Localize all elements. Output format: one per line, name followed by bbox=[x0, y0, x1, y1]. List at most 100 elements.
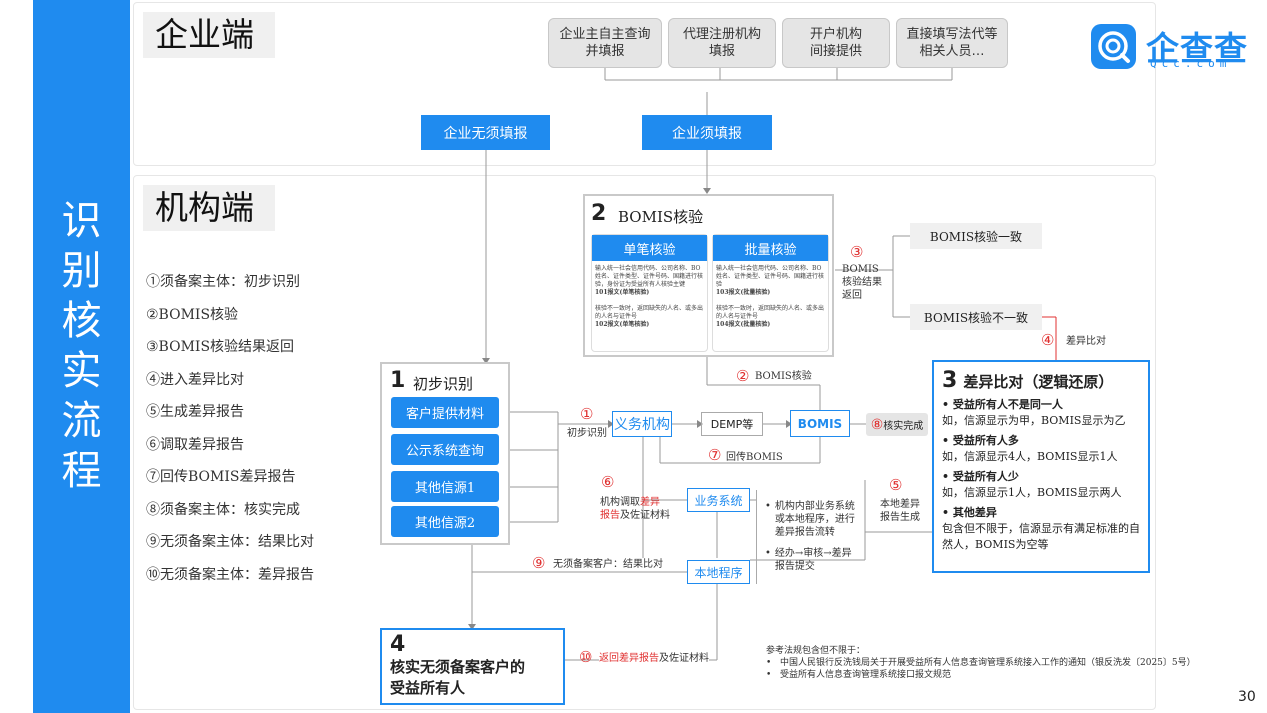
obligation-institution-box: 义务机构 bbox=[612, 411, 672, 437]
legend-item: ⑨无须备案主体：结果比对 bbox=[146, 534, 314, 550]
step-8-label: 核实完成 bbox=[883, 421, 924, 432]
single-check-card: 单笔核验 输入统一社会信用代码、公司名称、BO姓名、证件类型、证件号码、国籍进行… bbox=[591, 234, 708, 352]
step-6-label-d: 及佐证材料 bbox=[620, 510, 670, 521]
sidebar-char: 流 bbox=[61, 398, 102, 444]
single-check-code1: 101报文(单笔核验) bbox=[595, 289, 650, 296]
batch-check-code1: 103报文(批量核验) bbox=[716, 289, 771, 296]
reference-item-2-text: 受益所有人信息查询管理系统接口报文规范 bbox=[780, 670, 952, 680]
system-note-2: •经办→审核→差异报告提交 bbox=[765, 547, 861, 573]
no-fill-box: 企业无须填报 bbox=[421, 115, 550, 150]
sidebar-char: 别 bbox=[61, 248, 102, 294]
diff-item-1-head: 受益所有人不是同一人 bbox=[952, 398, 1063, 411]
batch-check-text1: 输入统一社会信用代码、公司名称、BO姓名、证件类型、证件号码、国籍进行核验 bbox=[716, 265, 825, 288]
enterprise-source-1: 企业主自主查询 并填报 bbox=[548, 18, 662, 68]
bomis-title: BOMIS核验 bbox=[618, 208, 704, 226]
diff-item-3-body: 如，信源显示1人，BOMIS显示两人 bbox=[942, 486, 1122, 499]
diff-step-number: 3 bbox=[942, 368, 958, 393]
bomis-check-box: 2 BOMIS核验 单笔核验 输入统一社会信用代码、公司名称、BO姓名、证件类型… bbox=[583, 194, 834, 357]
legend-item: ③BOMIS核验结果返回 bbox=[146, 339, 295, 355]
step-4-label: 差异比对 bbox=[1066, 336, 1106, 347]
local-program-box: 本地程序 bbox=[687, 560, 750, 584]
enterprise-title: 企业端 bbox=[143, 12, 275, 58]
difference-compare-box: 3 差异比对（逻辑还原） • 受益所有人不是同一人 如，信源显示为甲，BOMIS… bbox=[932, 360, 1150, 573]
legend-item: ①须备案主体：初步识别 bbox=[146, 274, 300, 290]
step-4-marker: ④ bbox=[1041, 331, 1055, 349]
single-check-text2: 核验不一致时，返回缺失的人名、或多出的人名与证件号 bbox=[595, 305, 704, 320]
step-1-marker: ① bbox=[580, 405, 594, 423]
initial-item-3: 其他信源1 bbox=[391, 471, 499, 502]
step-10-label-red: 返回差异报告 bbox=[599, 653, 659, 664]
step-7-marker: ⑦ bbox=[708, 446, 722, 464]
final-step-number: 4 bbox=[390, 632, 406, 657]
system-note-2-text: 经办→审核→差异报告提交 bbox=[774, 548, 852, 572]
qcc-logo-text: 企查查 bbox=[1146, 29, 1248, 68]
final-line-2: 受益所有人 bbox=[390, 679, 466, 697]
legend-item: ⑧须备案主体：核实完成 bbox=[146, 501, 300, 518]
bomis-box: BOMIS bbox=[790, 410, 850, 437]
sidebar-bar bbox=[33, 0, 130, 713]
bomis-consistent-box: BOMIS核验一致 bbox=[910, 223, 1042, 249]
step-3-marker: ③ bbox=[850, 243, 864, 261]
bomis-inconsistent-box: BOMIS核验不一致 bbox=[910, 304, 1042, 330]
qcc-logo-domain: Qcc.com bbox=[1150, 57, 1232, 70]
batch-check-code2: 104报文(批量核验) bbox=[716, 321, 771, 328]
diff-item-4-body: 包含但不限于，信源显示有满足标准的自然人，BOMIS为空等 bbox=[942, 522, 1140, 551]
diff-item-3-head: 受益所有人少 bbox=[952, 470, 1019, 483]
step-legend: ①须备案主体：初步识别 ②BOMIS核验 ③BOMIS核验结果返回 ④进入差异比… bbox=[146, 266, 376, 591]
final-line-1: 核实无须备案客户的 bbox=[390, 658, 526, 676]
legend-item: ⑤生成差异报告 bbox=[146, 404, 244, 420]
reference-item-1-text: 中国人民银行反洗钱局关于开展受益所有人信息查询管理系统接入工作的通知（银反洗发〔… bbox=[780, 658, 1196, 668]
page-number: 30 bbox=[1238, 689, 1256, 705]
diff-item-2-body: 如，信源显示4人，BOMIS显示1人 bbox=[942, 450, 1118, 463]
step-9-marker: ⑨ bbox=[532, 554, 546, 572]
initial-step-number: 1 bbox=[390, 368, 406, 393]
step-10-label: 返回差异报告及佐证材料 bbox=[599, 652, 709, 665]
reference-title: 参考法规包含但不限于： bbox=[766, 646, 866, 656]
enterprise-source-3: 开户机构 间接提供 bbox=[782, 18, 890, 68]
system-note-1: •机构内部业务系统或本地程序，进行差异报告流转 bbox=[765, 500, 861, 539]
reference-item-1: •中国人民银行反洗钱局关于开展受益所有人信息查询管理系统接入工作的通知（银反洗发… bbox=[766, 658, 1196, 668]
diff-title: 差异比对（逻辑还原） bbox=[963, 373, 1114, 391]
reference-item-2: •受益所有人信息查询管理系统接口报文规范 bbox=[766, 670, 952, 680]
legend-item: ⑦回传BOMIS差异报告 bbox=[146, 469, 296, 485]
diff-item-3: • 受益所有人少 如，信源显示1人，BOMIS显示两人 bbox=[942, 469, 1140, 501]
institution-title: 机构端 bbox=[143, 185, 275, 231]
final-verify-box: 4 核实无须备案客户的 受益所有人 bbox=[380, 628, 565, 705]
legend-item: ②BOMIS核验 bbox=[146, 306, 239, 323]
step-6-label-a: 机构调取 bbox=[600, 497, 640, 508]
step-6-label-b: 差异 bbox=[640, 497, 660, 508]
legend-item: ⑩无须备案主体：差异报告 bbox=[146, 566, 314, 583]
step-7-label: 回传BOMIS bbox=[726, 452, 783, 463]
step-5-label: 本地差异 报告生成 bbox=[880, 499, 920, 523]
enterprise-source-2: 代理注册机构 填报 bbox=[668, 18, 776, 68]
initial-title: 初步识别 bbox=[413, 375, 474, 393]
step-2-marker: ② bbox=[736, 367, 750, 385]
batch-check-text2: 核验不一致时，返回缺失的人名、或多出的人名与证件号 bbox=[716, 305, 825, 320]
diff-item-2-head: 受益所有人多 bbox=[952, 434, 1019, 447]
reference-notes: 参考法规包含但不限于： •中国人民银行反洗钱局关于开展受益所有人信息查询管理系统… bbox=[766, 645, 1261, 681]
step-6-marker: ⑥ bbox=[601, 473, 615, 491]
initial-item-1: 客户提供材料 bbox=[391, 397, 499, 428]
single-check-text1: 输入统一社会信用代码、公司名称、BO姓名、证件类型、证件号码、国籍进行核验，身份… bbox=[595, 265, 704, 288]
legend-item: ④进入差异比对 bbox=[146, 371, 244, 388]
diff-item-1-body: 如，信源显示为甲，BOMIS显示为乙 bbox=[942, 414, 1126, 427]
single-check-header: 单笔核验 bbox=[592, 235, 707, 261]
legend-item: ⑥调取差异报告 bbox=[146, 436, 244, 453]
sidebar-char: 实 bbox=[61, 348, 102, 394]
system-note-1-text: 机构内部业务系统或本地程序，进行差异报告流转 bbox=[774, 501, 855, 538]
sidebar-char: 核 bbox=[61, 298, 102, 344]
step-5-marker: ⑤ bbox=[889, 476, 903, 494]
step-2-label: BOMIS核验 bbox=[755, 371, 812, 382]
diff-item-2: • 受益所有人多 如，信源显示4人，BOMIS显示1人 bbox=[942, 433, 1140, 465]
bomis-step-number: 2 bbox=[591, 201, 607, 226]
step-10-label-rest: 及佐证材料 bbox=[659, 653, 709, 664]
enterprise-source-4: 直接填写法代等 相关人员… bbox=[896, 18, 1008, 68]
batch-check-header: 批量核验 bbox=[713, 235, 828, 261]
step-10-marker: ⑩ bbox=[579, 648, 593, 666]
must-fill-box: 企业须填报 bbox=[642, 115, 772, 150]
qcc-logo-icon bbox=[1091, 24, 1136, 69]
batch-check-card: 批量核验 输入统一社会信用代码、公司名称、BO姓名、证件类型、证件号码、国籍进行… bbox=[712, 234, 829, 352]
business-system-box: 业务系统 bbox=[687, 488, 750, 512]
initial-item-2: 公示系统查询 bbox=[391, 434, 499, 465]
